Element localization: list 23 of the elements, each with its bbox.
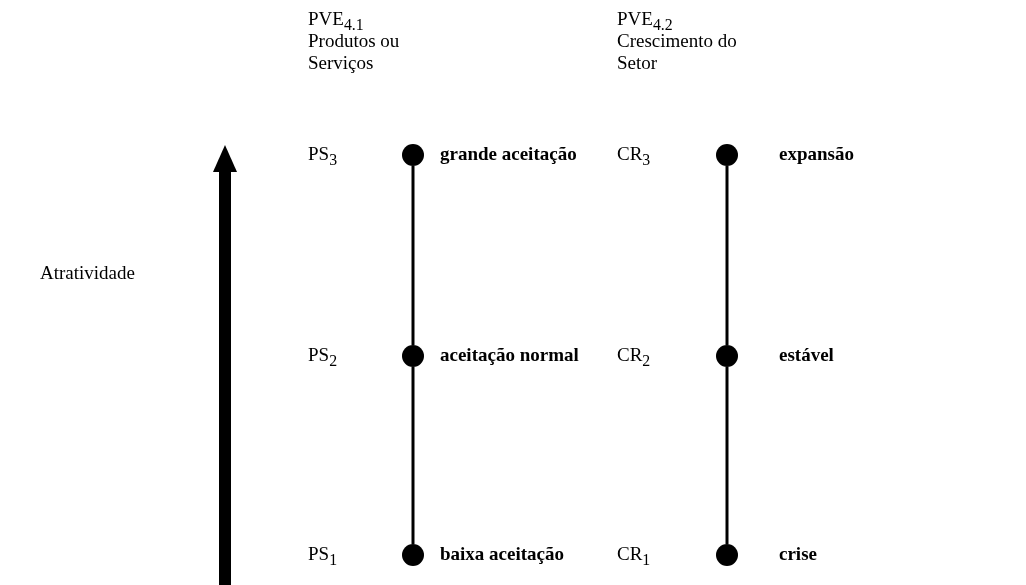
axis-title: Atratividade xyxy=(40,262,135,284)
connector-line xyxy=(411,166,415,345)
level-code: CR$_{1}$ xyxy=(617,543,651,570)
connector-line xyxy=(725,367,729,544)
level-description: aceitação normal xyxy=(440,344,579,366)
level-code: CR$_{2}$ xyxy=(617,344,651,371)
level-code: PS$_{3}$ xyxy=(308,143,338,170)
connector-line xyxy=(725,166,729,345)
connector-line xyxy=(411,367,415,544)
level-code: CR$_{3}$ xyxy=(617,143,651,170)
scale-point xyxy=(402,345,424,367)
level-code: PS$_{1}$ xyxy=(308,543,338,570)
scale-point xyxy=(402,144,424,166)
level-code: PS$_{2}$ xyxy=(308,344,338,371)
scale-point xyxy=(402,544,424,566)
scale-point xyxy=(716,345,738,367)
level-description: expansão xyxy=(779,143,854,165)
level-description: crise xyxy=(779,543,817,565)
level-description: estável xyxy=(779,344,834,366)
scale-point xyxy=(716,544,738,566)
level-description: grande aceitação xyxy=(440,143,577,165)
scale-point xyxy=(716,144,738,166)
level-description: baixa aceitação xyxy=(440,543,564,565)
